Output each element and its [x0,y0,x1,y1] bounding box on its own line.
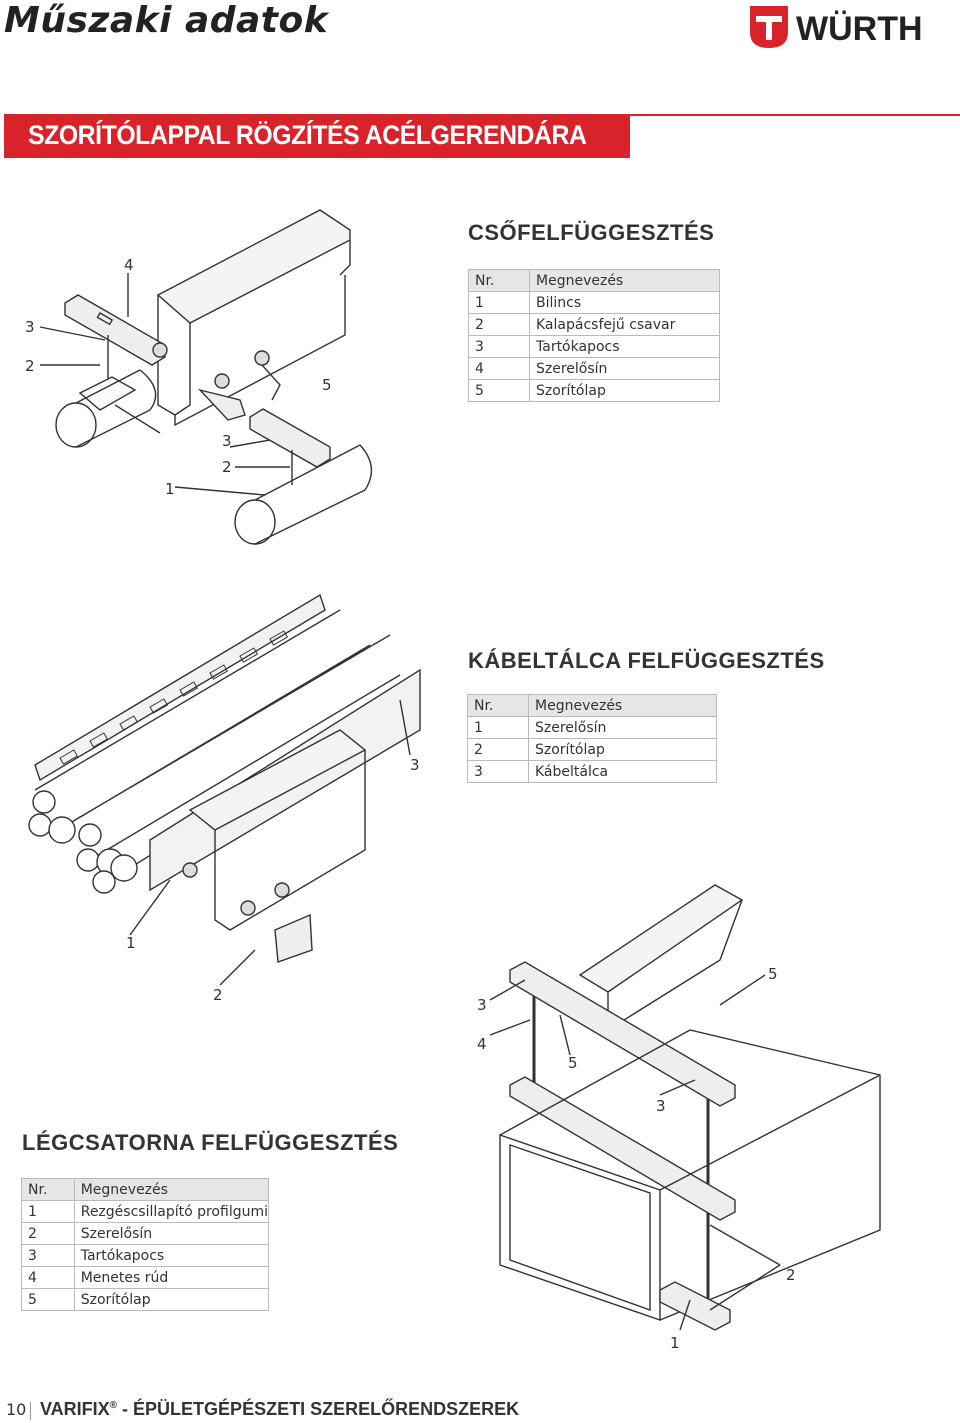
callout-5: 5 [322,376,332,394]
row-nr: 1 [21,1200,75,1223]
callout-3: 3 [410,756,420,774]
row-nr: 3 [468,335,530,358]
callout-3: 3 [477,996,487,1014]
row-name: Szorítólap [528,738,717,761]
row-nr: 1 [467,716,529,739]
row-name: Szerelősín [73,1222,270,1245]
row-nr: 3 [467,760,529,783]
callout-3b: 3 [222,432,232,450]
row-name: Szerelősín [529,357,720,380]
row-nr: 5 [468,379,530,402]
callout-4: 4 [124,256,134,274]
callout-2: 2 [213,986,223,1004]
row-nr: 2 [468,313,530,336]
callout-3: 3 [25,318,35,336]
page-number: 10 [6,1400,27,1419]
callout-2: 2 [25,357,35,375]
table-header-row: Nr. Megnevezés [21,1178,270,1201]
footer-title: VARIFIX® - ÉPÜLETGÉPÉSZETI SZERELŐRENDSZ… [40,1399,519,1420]
callout-4: 4 [477,1035,487,1053]
section-heading-duct: LÉGCSATORNA FELFÜGGESZTÉS [22,1130,399,1155]
row-name: Tartókapocs [529,335,720,358]
row-nr: 4 [21,1266,75,1289]
col-nr: Nr. [468,269,530,292]
row-nr: 3 [21,1244,75,1267]
col-nr: Nr. [467,694,529,717]
page-title: Műszaki adatok [4,0,329,41]
row-name: Rezgéscsillapító profilgumi [73,1200,270,1223]
row-name: Szorítólap [529,379,720,402]
wurth-logo: WÜRTH [750,6,923,48]
table-header-row: Nr. Megnevezés [467,694,717,717]
row-name: Szorítólap [73,1288,270,1311]
row-name: Kalapácsfejű csavar [529,313,720,336]
row-name: Bilincs [529,291,720,314]
row-nr: 5 [21,1288,75,1311]
row-name: Kábeltálca [528,760,717,783]
row-nr: 2 [21,1222,75,1245]
duct-suspension-illustration [489,884,881,1331]
callout-2: 2 [786,1266,796,1284]
callout-5b: 5 [568,1054,578,1072]
banner-rule [630,114,960,116]
section-heading-cable-tray: KÁBELTÁLCA FELFÜGGESZTÉS [468,648,825,673]
col-name: Megnevezés [529,269,720,292]
callout-1: 1 [165,480,175,498]
banner-title: SZORÍTÓLAPPAL RÖGZÍTÉS ACÉLGERENDÁRA [28,120,587,150]
callout-2b: 2 [222,458,232,476]
row-nr: 4 [468,357,530,380]
footer-subtitle: - ÉPÜLETGÉPÉSZETI SZERELŐRENDSZEREK [117,1399,520,1419]
col-nr: Nr. [21,1178,75,1201]
row-name: Szerelősín [528,716,717,739]
callout-1: 1 [126,934,136,952]
footer-brand: VARIFIX [40,1399,110,1419]
pipe-suspension-illustration [39,209,373,545]
row-name: Tartókapocs [73,1244,270,1267]
callout-3b: 3 [656,1097,666,1115]
col-name: Megnevezés [528,694,717,717]
row-nr: 2 [467,738,529,761]
row-name: Menetes rúd [73,1266,270,1289]
section-banner [4,114,630,158]
cable-tray-illustration [28,593,421,986]
registered-mark: ® [109,1400,118,1411]
callout-5: 5 [768,965,778,983]
callout-1: 1 [670,1334,680,1352]
table-header-row: Nr. Megnevezés [468,269,720,292]
footer-divider [30,1402,31,1420]
row-nr: 1 [468,291,530,314]
svg-text:WÜRTH: WÜRTH [796,10,923,48]
section-heading-pipe: CSŐFELFÜGGESZTÉS [468,220,715,245]
col-name: Megnevezés [73,1178,270,1201]
